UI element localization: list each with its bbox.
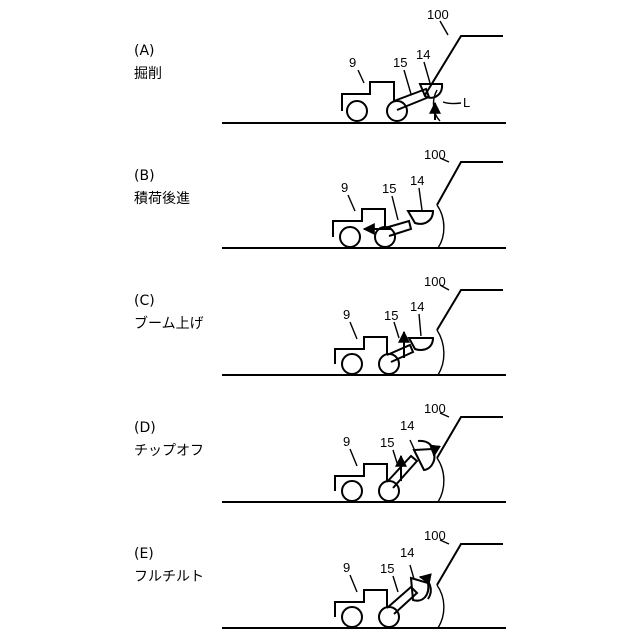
panel-a-ref-vehicle: 9 <box>349 55 356 70</box>
panel-b-ref-pile: 100 <box>424 147 446 162</box>
panel-a-leader-100 <box>440 21 448 35</box>
panel-a-leader-9 <box>358 70 364 83</box>
panel-c-pile-face <box>437 330 444 375</box>
panel-b-pile-slope <box>437 162 503 205</box>
panel-b-rear-wheel <box>340 227 360 247</box>
panel-d-letter: (D) <box>134 420 156 436</box>
panel-c-ref-boom: 15 <box>384 308 398 323</box>
panel-e-front-wheel <box>379 607 399 627</box>
panel-d: (D) チップオフ 9 15 14 100 <box>134 401 506 502</box>
panel-b-ref-bucket: 14 <box>410 173 424 188</box>
panel-a-letter: (A) <box>134 43 155 59</box>
panel-d-leader-15 <box>393 450 398 466</box>
panel-b-bucket <box>408 211 433 224</box>
panel-b-leader-15 <box>392 196 398 220</box>
panel-e-title: フルチルト <box>134 569 204 585</box>
panel-b-leader-9 <box>348 195 355 211</box>
panel-c-ref-bucket: 14 <box>410 299 424 314</box>
panel-a-leader-l <box>443 102 461 104</box>
panel-c-bucket <box>409 338 433 350</box>
panel-a-leader-14 <box>424 62 430 83</box>
panel-c-ref-vehicle: 9 <box>343 307 350 322</box>
panel-a-ref-boom: 15 <box>393 55 407 70</box>
panel-a-ref-line: L <box>463 95 470 110</box>
panel-c-leader-14 <box>419 314 421 336</box>
panel-c-pile-slope <box>437 290 503 330</box>
panel-a-title: 掘削 <box>134 66 162 82</box>
panel-e-ref-boom: 15 <box>380 561 394 576</box>
panel-a-front-wheel <box>387 101 407 121</box>
panel-d-leader-9 <box>350 449 357 466</box>
panel-b: (B) 積荷後進 9 15 14 100 <box>134 147 506 248</box>
panel-c-leader-9 <box>350 322 357 339</box>
panel-d-pile-slope <box>437 417 503 458</box>
panel-e: (E) フルチルト 9 15 14 100 <box>134 528 506 628</box>
panel-b-letter: (B) <box>134 168 155 184</box>
panel-c-leader-15 <box>394 322 399 338</box>
panel-c-title: ブーム上げ <box>134 315 204 332</box>
panel-c-ref-pile: 100 <box>424 274 446 289</box>
panel-d-leader-14 <box>410 440 415 451</box>
panel-e-rear-wheel <box>342 607 362 627</box>
panel-e-ref-bucket: 14 <box>400 545 414 560</box>
panel-e-pile-face <box>437 585 444 628</box>
panel-e-ref-vehicle: 9 <box>343 560 350 575</box>
panel-e-letter: (E) <box>134 546 154 562</box>
panel-c-letter: (C) <box>134 293 155 309</box>
panel-a-ref-pile: 100 <box>427 7 449 22</box>
panel-a-leader-15 <box>404 70 411 94</box>
panel-b-title: 積荷後進 <box>134 191 190 207</box>
panel-d-ref-pile: 100 <box>424 401 446 416</box>
panel-d-ref-boom: 15 <box>380 435 394 450</box>
panel-d-ref-bucket: 14 <box>400 418 414 433</box>
panel-a-rear-wheel <box>347 101 367 121</box>
panel-b-ref-boom: 15 <box>382 181 396 196</box>
panel-e-ref-pile: 100 <box>424 528 446 543</box>
panel-b-ref-vehicle: 9 <box>341 180 348 195</box>
panel-e-pile-slope <box>437 544 503 585</box>
panel-e-leader-9 <box>350 575 357 592</box>
panel-d-ref-vehicle: 9 <box>343 434 350 449</box>
panel-c-rear-wheel <box>342 354 362 374</box>
panel-d-bucket <box>414 449 434 470</box>
panel-b-pile-face <box>437 205 444 248</box>
panel-d-rear-wheel <box>342 481 362 501</box>
panel-e-leader-15 <box>393 576 398 592</box>
panel-c: (C) ブーム上げ 9 15 14 100 <box>134 274 506 375</box>
panel-d-pile-face <box>437 458 444 502</box>
panel-c-front-wheel <box>379 354 399 374</box>
panel-d-title: チップオフ <box>134 443 204 459</box>
panel-a-pile-slope <box>425 36 503 95</box>
panel-a-ref-bucket: 14 <box>416 47 430 62</box>
panel-a: (A) 掘削 9 15 14 100 L <box>134 7 506 123</box>
panel-b-leader-14 <box>419 188 422 210</box>
